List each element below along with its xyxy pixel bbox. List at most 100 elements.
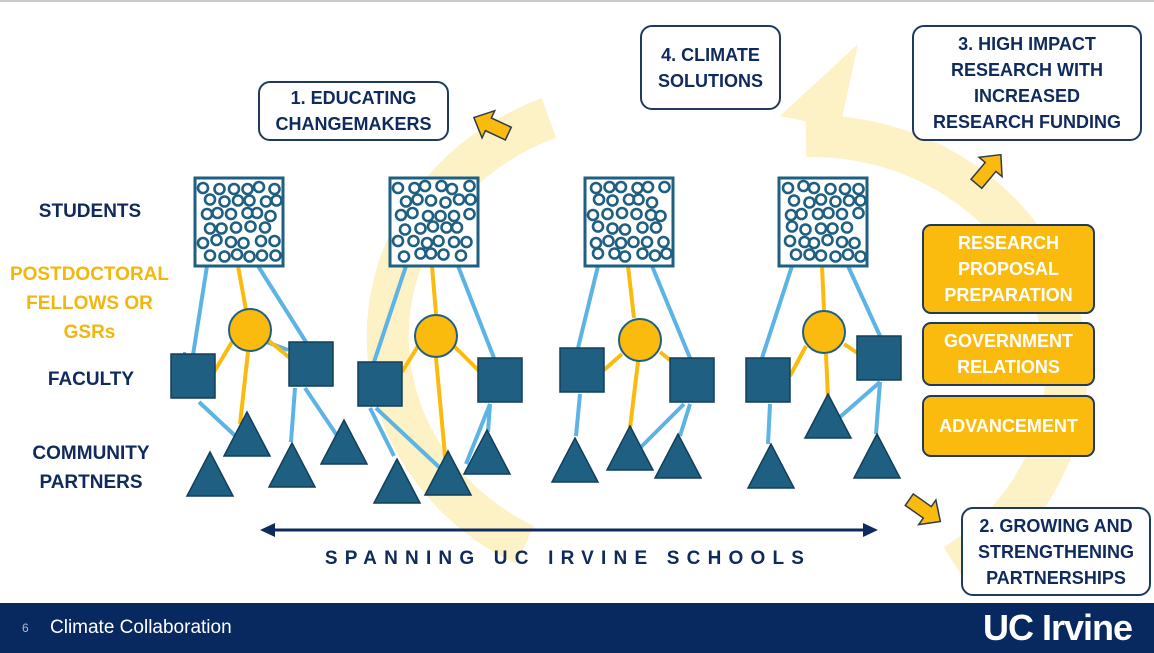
postdoc-link-4-0 — [820, 265, 826, 311]
student-1-5-5 — [269, 249, 282, 262]
arrow-to-partnerships-shape — [904, 492, 942, 526]
community-partner-2-2 — [462, 428, 512, 475]
student-1-1-0 — [203, 193, 217, 206]
community-partner-3-0 — [550, 436, 600, 483]
student-2-2-5 — [463, 207, 476, 221]
student-4-5-1 — [803, 248, 816, 261]
student-3-1-3 — [632, 193, 645, 206]
student-2-3-2 — [426, 220, 440, 233]
student-1-5-3 — [243, 250, 256, 263]
student-4-4-2 — [807, 236, 821, 250]
community-partner-4-1 — [803, 392, 853, 439]
student-1-3-0 — [203, 222, 217, 235]
student-2-4-1 — [407, 234, 420, 248]
student-4-1-2 — [814, 193, 828, 206]
postdoc-link-3-1 — [602, 352, 624, 372]
student-1-0-1 — [213, 182, 226, 196]
student-4-2-5 — [852, 206, 865, 220]
student-4-1-5 — [854, 194, 867, 207]
student-3-2-5 — [654, 209, 667, 223]
postdoc-link-2-1 — [400, 344, 420, 374]
outcome-climate-solutions: 4. CLIMATE SOLUTIONS — [640, 25, 781, 110]
postdoc-4 — [802, 310, 846, 354]
community-partner-3-2 — [653, 432, 703, 479]
student-3-0-5 — [658, 180, 671, 194]
student-2-4-3 — [432, 234, 445, 248]
postdoc-2 — [414, 314, 458, 358]
label-students: STUDENTS — [38, 201, 142, 222]
student-1-1-2 — [231, 194, 245, 207]
postdoc-1 — [228, 308, 272, 352]
student-4-0-5 — [852, 182, 865, 196]
label-postdocs: POSTDOCTORAL FELLOWS OR GSRs — [9, 264, 170, 343]
student-4-5-3 — [829, 250, 842, 263]
arrow-to-research-shape — [970, 153, 1003, 190]
student-2-3-4 — [450, 221, 464, 234]
student-3-0-1 — [603, 180, 616, 194]
student-2-0-4 — [445, 182, 459, 196]
student-3-3-0 — [591, 220, 605, 233]
student-4-1-3 — [829, 195, 842, 208]
student-3-5-4 — [648, 249, 662, 262]
student-3-0-0 — [589, 181, 603, 195]
student-3-5-5 — [660, 247, 673, 260]
student-2-2-3 — [434, 209, 447, 223]
student-4-4-0 — [783, 234, 797, 248]
student-3-4-5 — [657, 235, 670, 249]
student-1-3-4 — [258, 221, 272, 234]
arrow-to-educating-shape — [472, 109, 513, 141]
student-2-4-4 — [447, 235, 461, 249]
student-link-4-0 — [760, 265, 794, 359]
student-4-4-5 — [848, 236, 861, 250]
outcome-growing-partnerships: 2. GROWING AND STRENGTHENING PARTNERSHIP… — [961, 507, 1151, 596]
community-partner-1-2 — [267, 441, 317, 488]
student-3-4-4 — [640, 235, 654, 249]
student-3-3-3 — [636, 221, 649, 234]
student-2-5-4 — [454, 249, 468, 262]
student-3-4-2 — [614, 236, 628, 250]
student-1-1-5 — [270, 194, 283, 207]
student-1-3-1 — [215, 222, 228, 235]
faculty-1-1 — [288, 341, 334, 387]
student-link-4-4 — [874, 381, 882, 435]
postdoc-link-4-1 — [788, 345, 808, 377]
footer-bar: 6 Climate Collaboration UC Irvine — [0, 603, 1154, 653]
footer-title: Climate Collaboration — [50, 617, 232, 638]
student-link-1-4 — [303, 386, 342, 442]
student-4-2-3 — [822, 206, 835, 220]
student-1-4-4 — [254, 234, 268, 248]
student-1-5-1 — [218, 250, 231, 263]
student-2-2-4 — [447, 209, 461, 223]
student-1-0-3 — [241, 182, 254, 196]
student-link-3-1 — [650, 265, 692, 359]
student-1-2-5 — [264, 209, 277, 223]
student-2-0-2 — [418, 179, 432, 193]
top-divider — [0, 0, 1154, 2]
student-2-4-0 — [391, 234, 405, 248]
student-1-2-4 — [250, 206, 264, 220]
faculty-2-0 — [357, 361, 403, 407]
student-3-5-0 — [591, 247, 605, 260]
student-1-5-4 — [255, 249, 269, 262]
student-2-2-1 — [406, 206, 419, 220]
student-link-4-2 — [766, 403, 772, 445]
arrow-to-partnerships — [904, 492, 942, 526]
postdoc-link-1-2 — [266, 338, 292, 360]
student-3-5-2 — [618, 250, 632, 263]
student-3-2-3 — [630, 207, 643, 221]
student-1-0-4 — [252, 180, 266, 194]
student-1-3-2 — [229, 221, 243, 234]
faculty-4-0 — [745, 357, 791, 403]
faculty-4-1 — [856, 335, 902, 381]
postdoc-link-1-0 — [236, 265, 248, 311]
student-2-3-0 — [398, 223, 412, 236]
student-3-3-1 — [606, 222, 619, 235]
student-1-3-3 — [244, 220, 257, 233]
student-4-1-0 — [787, 194, 801, 207]
student-4-5-0 — [789, 248, 803, 261]
community-partner-2-1 — [423, 449, 473, 496]
student-3-5-3 — [636, 247, 649, 260]
